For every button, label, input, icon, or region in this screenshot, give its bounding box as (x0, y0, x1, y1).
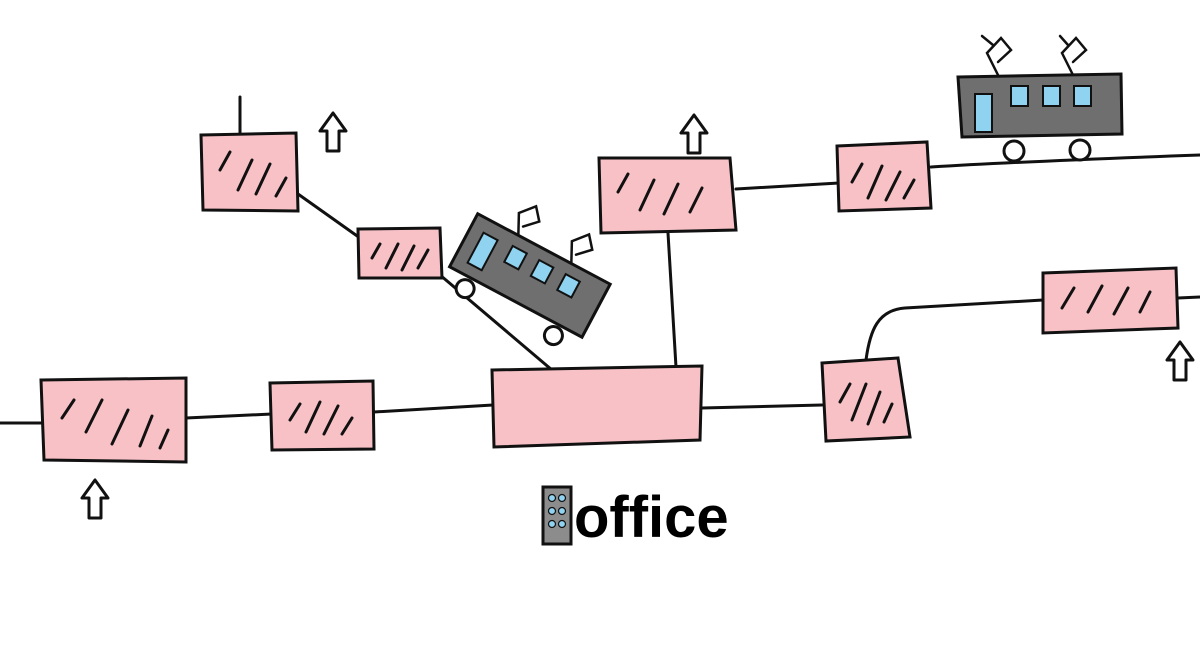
line-upper-a (734, 181, 841, 191)
office-building-icon (541, 485, 573, 546)
up-arrow-icon (679, 113, 709, 155)
tram-icon (447, 204, 613, 347)
tram-icon (956, 34, 1124, 163)
office-label: office (541, 485, 729, 550)
stop-box (835, 140, 933, 213)
line-vertical (666, 231, 678, 369)
office-stop-box (490, 364, 704, 449)
stop-box (39, 376, 188, 464)
stops (39, 131, 1180, 464)
line-main-c (700, 403, 824, 410)
line-main-a (184, 412, 274, 420)
office-caption: office (574, 485, 729, 550)
line-branch-right (864, 298, 1045, 362)
stop-box (199, 131, 300, 213)
stop-box (356, 226, 444, 280)
stop-box (597, 156, 738, 235)
up-arrow-icon (80, 478, 110, 520)
stop-box (1041, 266, 1180, 335)
direction-arrows (80, 111, 1195, 520)
line-diagonal-a (296, 192, 362, 240)
line-right-end (1176, 295, 1200, 300)
stop-box (820, 356, 912, 443)
up-arrow-icon (318, 111, 348, 153)
line-main-b (372, 403, 495, 414)
stop-box (268, 379, 376, 452)
up-arrow-icon (1165, 340, 1195, 382)
line-upper-b (929, 153, 1200, 169)
